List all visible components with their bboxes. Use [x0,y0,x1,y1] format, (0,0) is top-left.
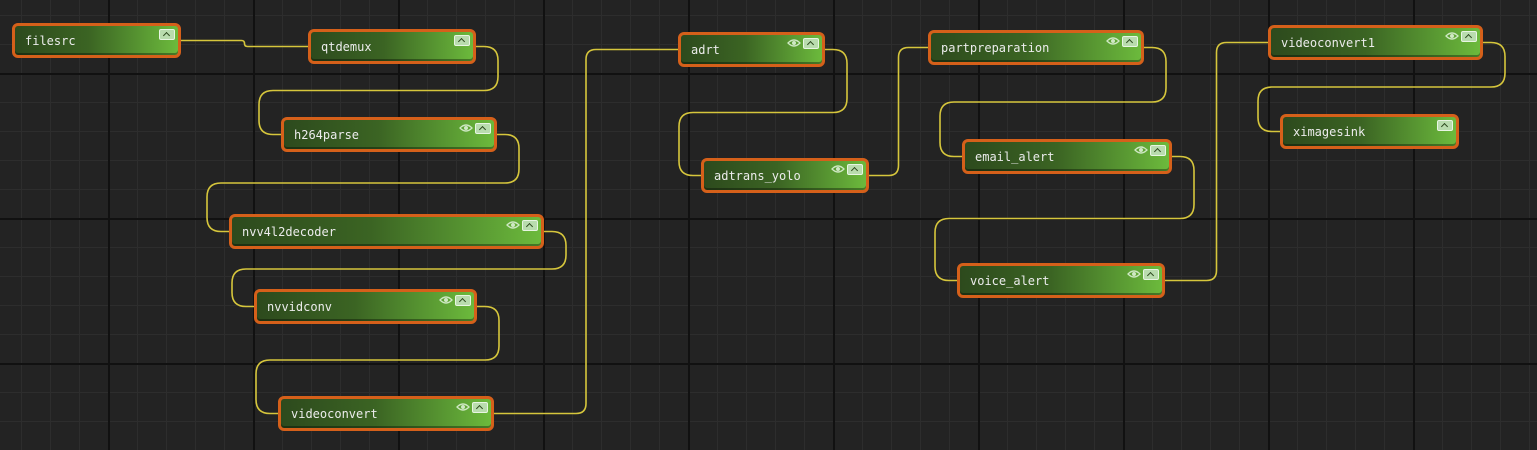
node-label: ximagesink [1293,124,1366,139]
eye-icon[interactable] [459,123,473,133]
node-label: h264parse [294,127,360,142]
eye-icon[interactable] [1134,145,1148,155]
node-label: partpreparation [941,40,1050,55]
node-label: email_alert [975,149,1055,164]
node-label: videoconvert1 [1281,35,1375,50]
node-adrt[interactable]: adrt [678,32,825,67]
node-filesrc[interactable]: filesrc [12,23,181,58]
node-label: videoconvert [291,406,378,421]
link-email-alert-to-voice-alert [934,155,1195,282]
node-voice-alert[interactable]: voice_alert [957,263,1165,298]
node-label: voice_alert [970,273,1050,288]
eye-icon[interactable] [456,402,470,412]
collapse-chevron-up-icon[interactable] [455,295,471,306]
node-nvvidconv[interactable]: nvvidconv [254,289,477,324]
eye-icon[interactable] [439,295,453,305]
node-label: nvvidconv [267,299,333,314]
collapse-chevron-up-icon[interactable] [847,164,863,175]
node-nvv4l2decoder[interactable]: nvv4l2decoder [229,214,544,249]
node-videoconvert1[interactable]: videoconvert1 [1268,25,1483,60]
collapse-chevron-up-icon[interactable] [1437,120,1453,131]
eye-icon[interactable] [506,220,520,230]
collapse-chevron-up-icon[interactable] [522,220,538,231]
collapse-chevron-up-icon[interactable] [454,35,470,46]
node-label: nvv4l2decoder [242,224,336,239]
eye-icon[interactable] [1127,269,1141,279]
eye-icon[interactable] [1445,31,1459,41]
eye-icon[interactable] [787,38,801,48]
link-adrt-to-adtrans-yolo [678,48,848,177]
collapse-chevron-up-icon[interactable] [475,123,491,134]
node-ximagesink[interactable]: ximagesink [1280,114,1459,149]
collapse-chevron-up-icon[interactable] [472,402,488,413]
collapse-chevron-up-icon[interactable] [803,38,819,49]
node-label: adtrans_yolo [714,168,801,183]
collapse-chevron-up-icon[interactable] [1461,31,1477,42]
collapse-chevron-up-icon[interactable] [1122,36,1138,47]
node-email-alert[interactable]: email_alert [962,139,1172,174]
node-label: adrt [691,42,720,57]
node-h264parse[interactable]: h264parse [281,117,497,152]
link-voice-alert-to-videoconvert1 [1165,41,1268,282]
eye-icon[interactable] [831,164,845,174]
collapse-chevron-up-icon[interactable] [1143,269,1159,280]
node-qtdemux[interactable]: qtdemux [308,29,476,64]
collapse-chevron-up-icon[interactable] [159,29,175,40]
eye-icon[interactable] [1106,36,1120,46]
node-partpreparation[interactable]: partpreparation [928,30,1144,65]
link-adtrans-yolo-to-partpreparation [869,46,928,177]
link-filesrc-to-qtdemux [181,39,308,48]
node-label: qtdemux [321,39,372,54]
collapse-chevron-up-icon[interactable] [1150,145,1166,156]
node-videoconvert[interactable]: videoconvert [278,396,494,431]
node-adtrans-yolo[interactable]: adtrans_yolo [701,158,869,193]
node-label: filesrc [25,33,76,48]
